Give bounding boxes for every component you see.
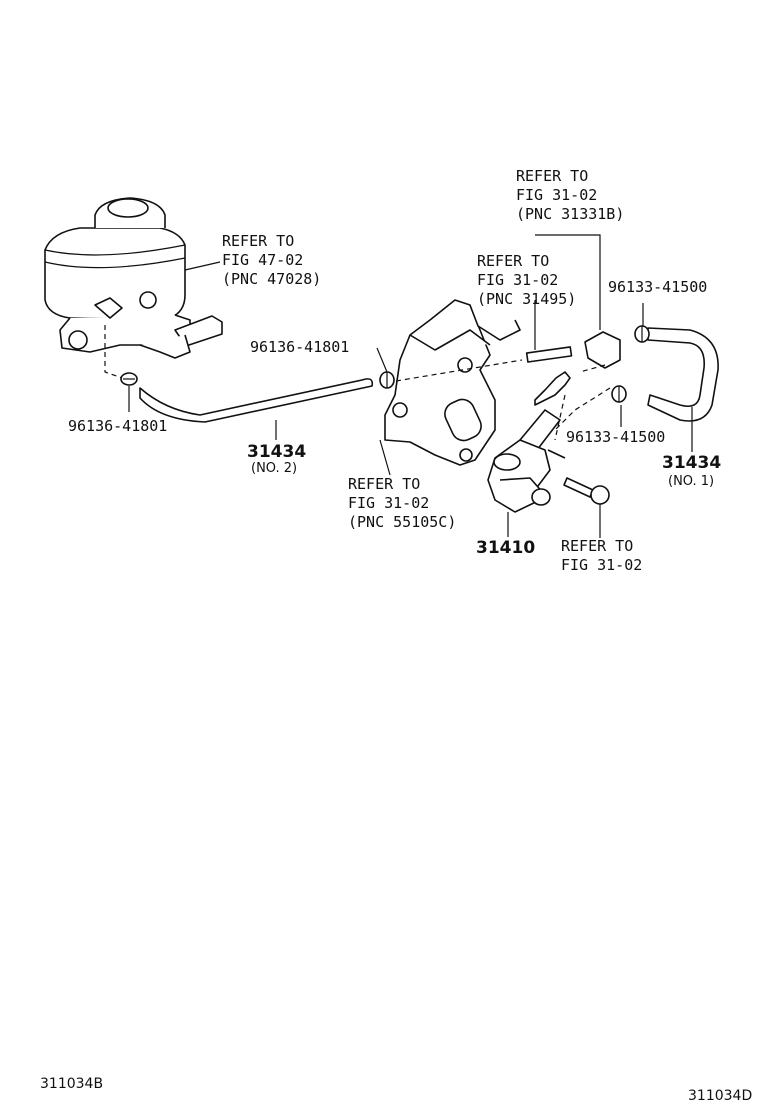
code-left: 311034B [40,1076,103,1092]
clamp-right-upper [634,325,650,343]
label-clamp-upper-left: 96136-41801 [250,338,349,356]
svg-text:REFER TO: REFER TO [222,232,294,250]
label-hose-no1-part: 31434 [662,453,721,473]
label-hose-no2-part: 31434 [247,442,306,462]
clutch-master-cylinder [487,371,571,513]
label-refer-master-cylinder: REFER TO FIG 47-02 (PNC 47028) [222,232,321,288]
svg-text:(PNC 31495): (PNC 31495) [477,290,576,308]
pin [525,346,573,363]
pedal-bracket [384,299,521,466]
label-refer-pnc-31331b: REFER TO FIG 31-02 (PNC 31331B) [516,167,624,223]
hose-no1 [647,327,719,422]
svg-text:(PNC 47028): (PNC 47028) [222,270,321,288]
svg-text:FIG 31-02: FIG 31-02 [348,494,429,512]
clevis [584,331,621,369]
hose-no2 [139,378,374,423]
svg-text:REFER TO: REFER TO [477,252,549,270]
svg-text:(PNC 31331B): (PNC 31331B) [516,205,624,223]
label-refer-bolt: REFER TO FIG 31-02 [561,537,642,574]
clamp-left-upper [379,371,395,389]
svg-text:FIG 31-02: FIG 31-02 [477,271,558,289]
code-right: 311034D [688,1088,752,1104]
svg-text:REFER TO: REFER TO [348,475,420,493]
svg-text:FIG 31-02: FIG 31-02 [516,186,597,204]
label-hose-no1-sub: (NO. 1) [668,474,714,489]
label-refer-pnc-55105c: REFER TO FIG 31-02 (PNC 55105C) [348,475,456,531]
label-cylinder-part: 31410 [476,538,535,558]
clamp-left-lower [120,372,138,386]
label-clamp-lower-right: 96133-41500 [566,428,665,446]
bolt [563,477,610,505]
svg-text:REFER TO: REFER TO [561,537,633,555]
brake-master-cylinder [44,197,223,359]
svg-text:REFER TO: REFER TO [516,167,588,185]
label-refer-pnc-31495: REFER TO FIG 31-02 (PNC 31495) [477,252,576,308]
svg-text:FIG 31-02: FIG 31-02 [561,556,642,574]
label-clamp-lower-left: 96136-41801 [68,417,167,435]
clamp-right-lower [611,385,627,403]
label-clamp-upper-right: 96133-41500 [608,278,707,296]
label-hose-no2-sub: (NO. 2) [251,461,297,476]
svg-text:(PNC 55105C): (PNC 55105C) [348,513,456,531]
svg-text:FIG 47-02: FIG 47-02 [222,251,303,269]
